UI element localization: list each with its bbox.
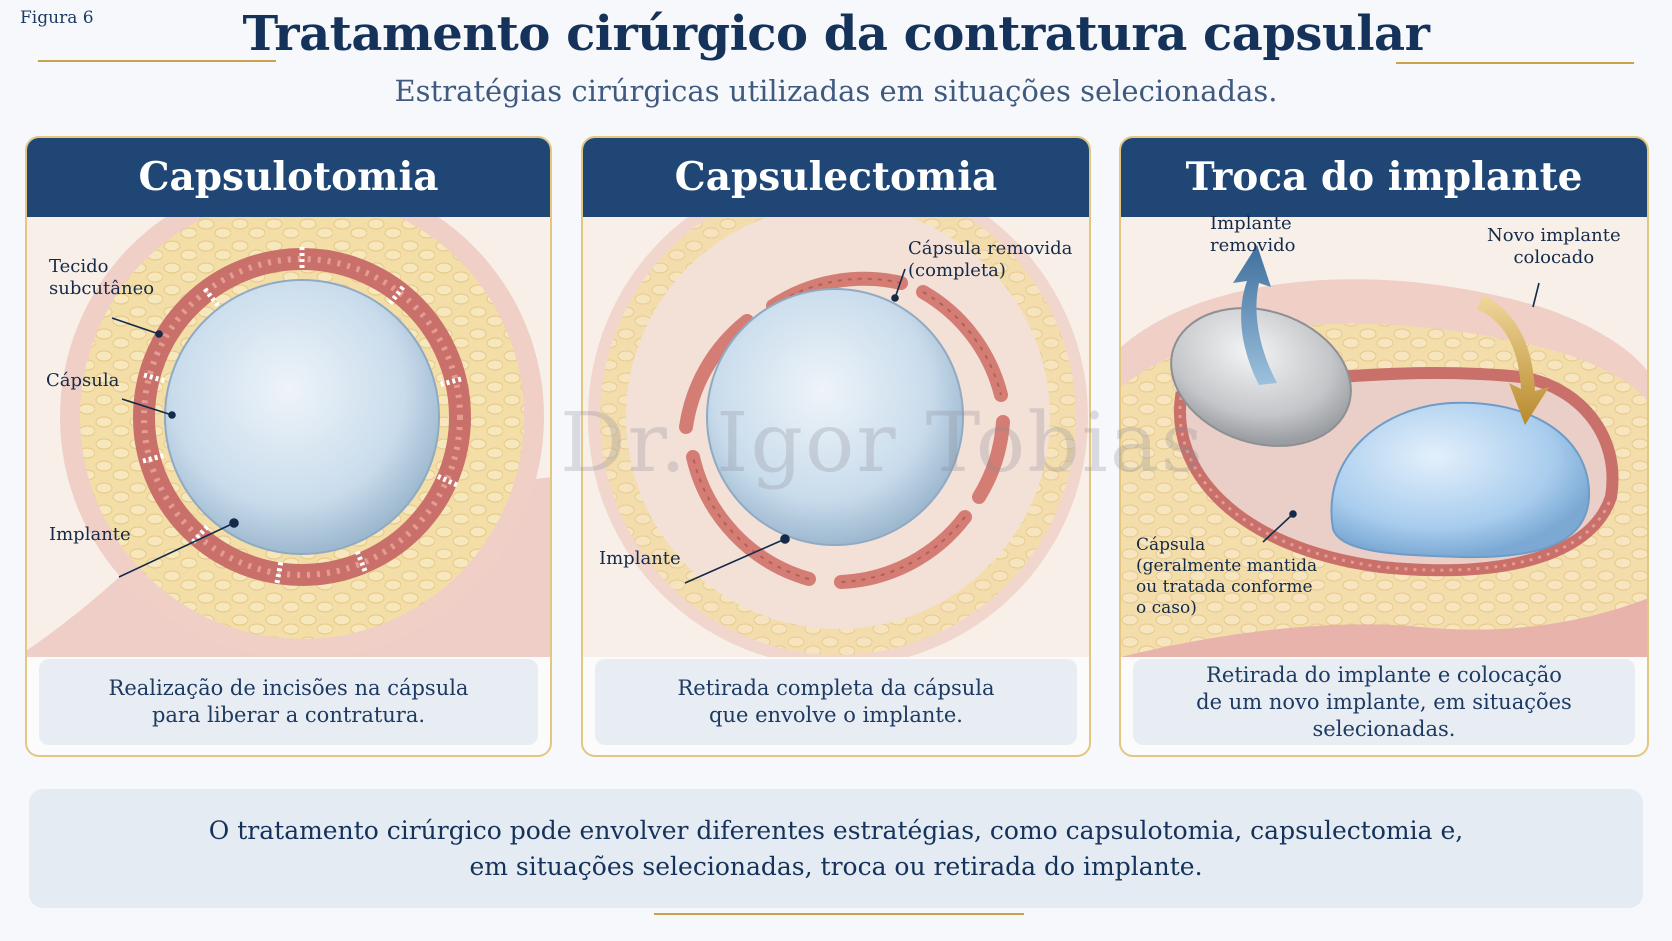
capsulotomy-illustration xyxy=(27,217,550,657)
removal-arrow xyxy=(1233,245,1277,385)
footer-summary: O tratamento cirúrgico pode envolver dif… xyxy=(29,789,1643,908)
panel-capsulectomia: Capsulectomia xyxy=(581,136,1091,757)
new-implant xyxy=(1330,401,1591,559)
capsulectomy-illustration xyxy=(583,217,1089,657)
leader-lines xyxy=(684,268,906,584)
implant-exchange-illustration xyxy=(1121,217,1647,657)
panel-title: Capsulotomia xyxy=(27,138,550,217)
panel-troca-implante: Troca do implante xyxy=(1119,136,1649,757)
main-title: Tratamento cirúrgico da contratura capsu… xyxy=(242,6,1430,62)
footer-rule xyxy=(654,913,1024,915)
panel-capsulotomia: Capsulotomia xyxy=(25,136,552,757)
implant xyxy=(706,288,964,546)
label-implant: Implante xyxy=(49,524,131,545)
muscle-layer xyxy=(1121,598,1647,657)
incisions xyxy=(142,247,462,584)
panel-title: Troca do implante xyxy=(1121,138,1647,217)
subtitle: Estratégias cirúrgicas utilizadas em sit… xyxy=(394,74,1278,108)
label-capsule: Cápsula xyxy=(46,370,120,391)
leader-lines xyxy=(1262,282,1540,543)
label-capsule: Cápsula (geralmente mantida ou tratada c… xyxy=(1136,535,1318,618)
implant xyxy=(164,279,440,555)
placement-arrow xyxy=(1477,295,1549,425)
leader-lines xyxy=(111,317,239,578)
title-rule-right xyxy=(1396,62,1634,64)
figure-label: Figura 6 xyxy=(20,8,94,28)
label-removed-capsule: Cápsula removida(completa) xyxy=(908,238,1073,281)
watermark: Dr. Igor Tobias xyxy=(560,396,1205,491)
label-implant: Implante xyxy=(599,548,681,569)
title-rule-left xyxy=(38,60,276,62)
panel-title: Capsulectomia xyxy=(583,138,1089,217)
